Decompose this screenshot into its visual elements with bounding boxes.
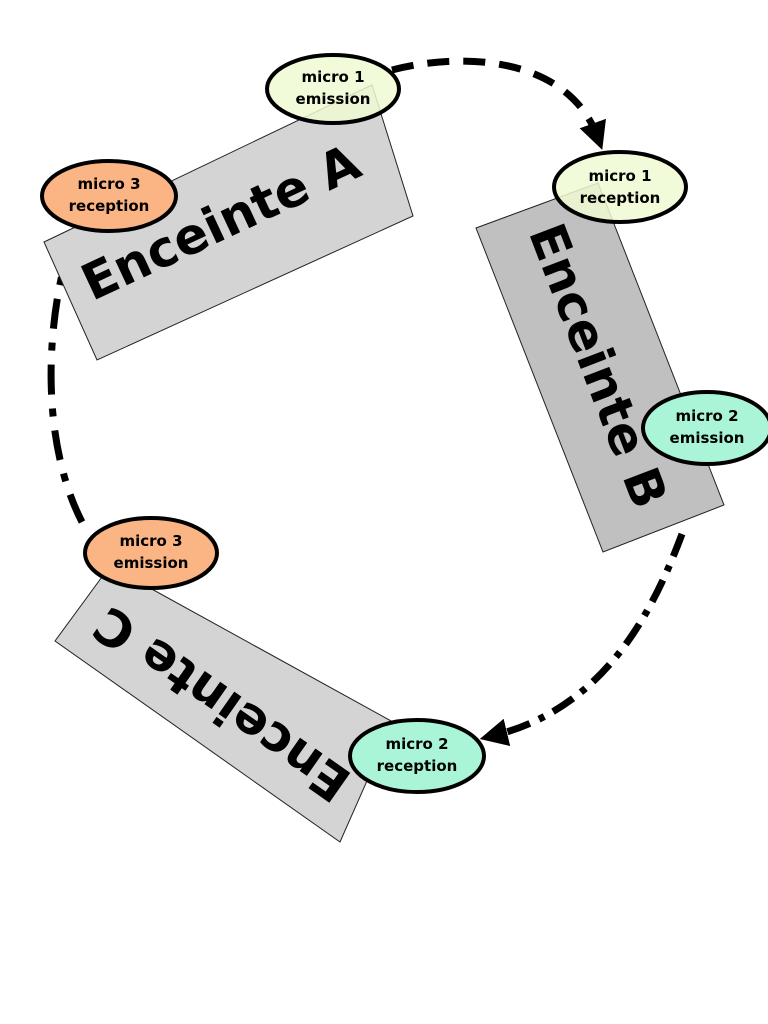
node-micro2-reception: micro 2 reception	[348, 718, 486, 794]
enclosure-b: Enceinte B	[475, 182, 725, 553]
node-label: emission	[114, 554, 189, 572]
arrow-m1-emission-to-reception	[391, 57, 606, 150]
node-label: reception	[69, 197, 150, 215]
node-micro1-reception: micro 1 reception	[552, 150, 688, 224]
node-micro1-emission: micro 1 emission	[265, 53, 401, 125]
enclosure-c: Enceinte C	[54, 565, 394, 843]
node-label: micro 2	[675, 407, 738, 425]
node-label: micro 1	[301, 68, 364, 86]
node-micro3-reception: micro 3 reception	[40, 159, 178, 233]
arrow-m3-emission-to-reception	[47, 226, 86, 524]
node-label: reception	[580, 189, 661, 207]
node-micro3-emission: micro 3 emission	[83, 516, 219, 590]
node-label: micro 1	[588, 167, 651, 185]
node-label: micro 2	[385, 735, 448, 753]
arrow-m2-emission-to-reception	[479, 532, 686, 746]
node-label: micro 3	[119, 532, 182, 550]
node-micro2-emission: micro 2 emission	[641, 390, 768, 466]
node-label: micro 3	[77, 175, 140, 193]
enclosure-a-box	[43, 84, 414, 361]
node-label: emission	[296, 90, 371, 108]
node-label: emission	[670, 429, 745, 447]
node-label: reception	[377, 757, 458, 775]
